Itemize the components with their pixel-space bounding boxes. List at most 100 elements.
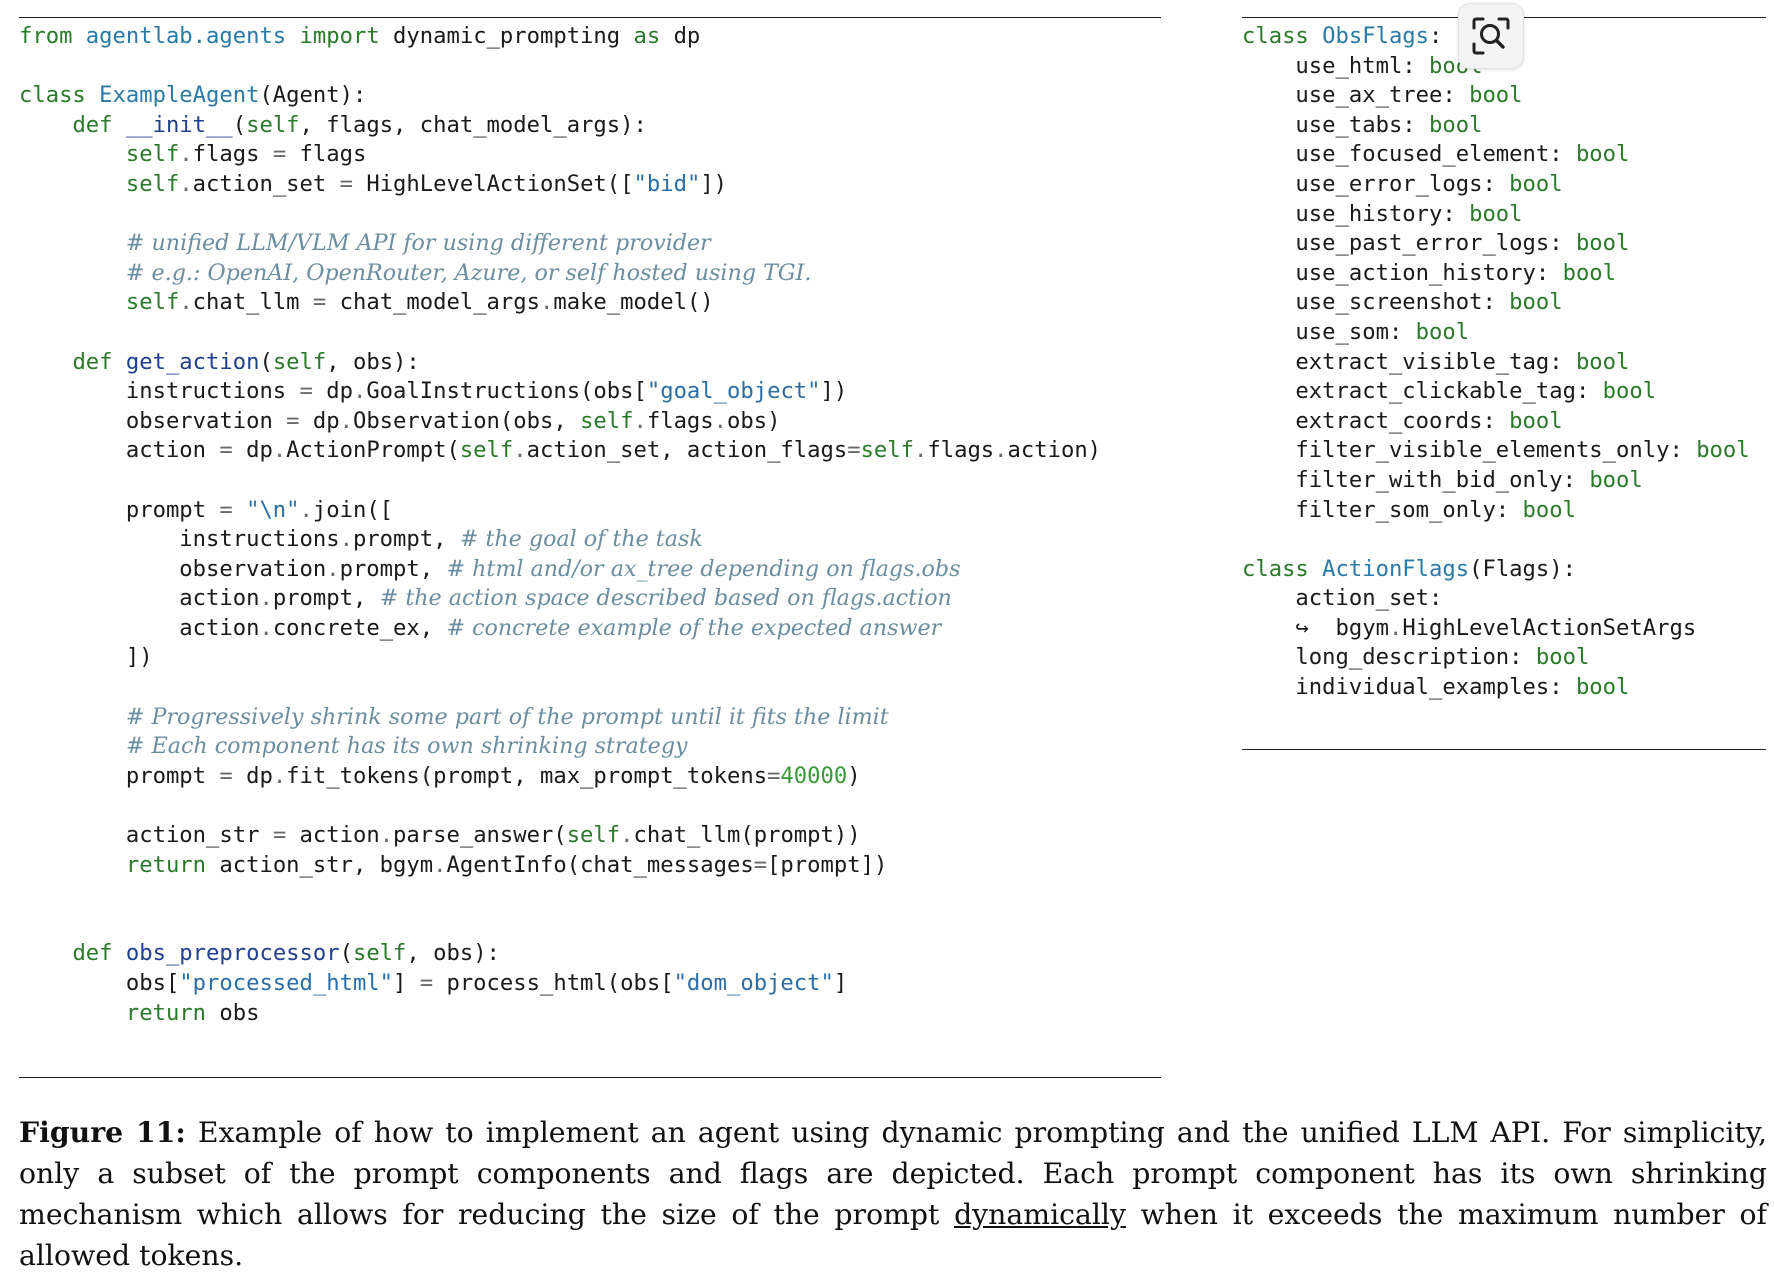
code-token: from xyxy=(19,23,73,49)
code-token: dp xyxy=(299,407,340,434)
code-token xyxy=(1309,23,1322,49)
code-line: action.prompt, # the action space descri… xyxy=(19,584,1101,614)
code-line: instructions.prompt, # the goal of the t… xyxy=(19,525,1101,555)
code-line: self.action_set = HighLevelActionSet(["b… xyxy=(19,170,1101,200)
code-token xyxy=(19,940,72,966)
code-token xyxy=(19,704,126,730)
code-line: filter_som_only: bool xyxy=(1242,496,1750,526)
code-token: obs_preprocessor xyxy=(125,940,340,967)
code-line: filter_visible_elements_only: bool xyxy=(1242,436,1749,466)
caption-text-before: Example of how to implement an agent usi… xyxy=(19,1116,1768,1231)
code-token: def xyxy=(72,348,113,375)
code-line xyxy=(19,673,1101,703)
code-token: dynamic_prompting xyxy=(379,23,634,49)
code-token: = xyxy=(767,762,781,789)
code-line: use_som: bool xyxy=(1242,318,1750,348)
code-token: extract_coords: xyxy=(1242,407,1510,434)
code-line: obs["processed_html"] = process_html(obs… xyxy=(19,969,1101,999)
code-token: get_action xyxy=(125,348,260,375)
code-token: = xyxy=(219,496,233,523)
code-token: . xyxy=(633,407,647,434)
code-token: . xyxy=(179,141,193,168)
code-line: ]) xyxy=(19,643,1101,673)
code-token: fit_tokens(prompt, max_prompt_tokens xyxy=(286,762,768,789)
code-token: . xyxy=(339,407,353,434)
code-token: import xyxy=(299,23,380,49)
code-token: 40000 xyxy=(780,762,848,789)
code-line: use_action_history: bool xyxy=(1242,259,1750,289)
code-token: return xyxy=(125,999,207,1026)
code-line: # Progressively shrink some part of the … xyxy=(19,703,1101,733)
code-token: chat_model_args xyxy=(326,289,540,316)
code-token: action_set, action_flags xyxy=(526,437,848,464)
code-token: action_str, bgym xyxy=(206,851,434,878)
code-token: bool xyxy=(1575,674,1630,701)
code-token: bool xyxy=(1509,407,1563,434)
code-token: prompt, xyxy=(339,555,447,582)
code-token: "processed_html" xyxy=(179,970,394,996)
code-token: . xyxy=(513,437,527,464)
code-line xyxy=(19,52,1101,82)
code-token: , flags, chat_model_args): xyxy=(299,111,647,138)
code-token: filter_with_bid_only: xyxy=(1242,466,1590,493)
code-token: agentlab.agents xyxy=(85,23,287,49)
code-token: = xyxy=(272,141,287,168)
code-line: observation.prompt, # html and/or ax_tre… xyxy=(19,555,1101,585)
code-token xyxy=(19,230,126,256)
code-line: action_str = action.parse_answer(self.ch… xyxy=(19,821,1101,851)
code-token: process_html(obs[ xyxy=(433,970,674,996)
code-token: use_past_error_logs: xyxy=(1242,230,1576,257)
code-token: ] xyxy=(393,970,420,996)
code-token: . xyxy=(914,437,928,464)
code-token: class xyxy=(1242,23,1309,49)
code-line: use_past_error_logs: bool xyxy=(1242,229,1750,259)
code-token: bool xyxy=(1589,466,1643,493)
code-token: return xyxy=(125,851,207,878)
code-token: make_model() xyxy=(553,289,714,316)
code-token: bool xyxy=(1575,348,1630,375)
code-token: prompt, xyxy=(272,585,380,612)
code-token: def xyxy=(72,940,113,967)
code-token: (Agent): xyxy=(259,82,367,109)
code-line: self.chat_llm = chat_model_args.make_mod… xyxy=(19,288,1101,318)
code-token: use_focused_element: xyxy=(1242,141,1576,168)
code-token: : xyxy=(1429,23,1443,49)
code-line: use_history: bool xyxy=(1242,200,1750,230)
code-token: . xyxy=(540,289,554,316)
code-token: = xyxy=(299,378,313,405)
code-token: . xyxy=(299,496,313,523)
code-token: bool xyxy=(1509,289,1563,316)
code-token: ]) xyxy=(820,378,848,405)
code-line xyxy=(19,200,1101,230)
zoom-button[interactable] xyxy=(1458,3,1524,69)
code-token: = xyxy=(419,970,434,996)
code-token: observation xyxy=(19,407,287,434)
flags-code-listing: class ObsFlags: use_html: bool use_ax_tr… xyxy=(1242,22,1750,703)
code-line: return obs xyxy=(19,999,1101,1029)
code-token: , obs): xyxy=(326,348,420,375)
code-token: use_html: xyxy=(1242,52,1430,79)
code-line: ↪ bgym.HighLevelActionSetArgs xyxy=(1242,614,1750,644)
code-token: . xyxy=(713,407,728,434)
code-token: flags xyxy=(192,141,273,168)
code-token: dp xyxy=(312,378,353,405)
code-token: . xyxy=(259,614,273,641)
code-line: action_set: xyxy=(1242,584,1750,614)
code-token: bool xyxy=(1562,259,1617,286)
code-token: = xyxy=(753,851,768,878)
code-token: # html and/or ax_tree depending on flags… xyxy=(446,555,961,582)
code-token: ( xyxy=(339,940,353,967)
code-token: action xyxy=(286,822,380,849)
code-line: instructions = dp.GoalInstructions(obs["… xyxy=(19,377,1101,407)
code-token: self xyxy=(352,940,407,967)
code-token: filter_visible_elements_only: xyxy=(1242,437,1697,464)
code-line: extract_clickable_tag: bool xyxy=(1242,377,1750,407)
code-line: use_focused_element: bool xyxy=(1242,140,1750,170)
code-line xyxy=(19,466,1101,496)
code-token: = xyxy=(312,289,327,316)
code-line: class ActionFlags(Flags): xyxy=(1242,555,1750,585)
code-token: class xyxy=(1242,555,1309,582)
code-line: use_screenshot: bool xyxy=(1242,288,1750,318)
code-line: def __init__(self, flags, chat_model_arg… xyxy=(19,111,1101,141)
code-token: # concrete example of the expected answe… xyxy=(446,614,942,641)
